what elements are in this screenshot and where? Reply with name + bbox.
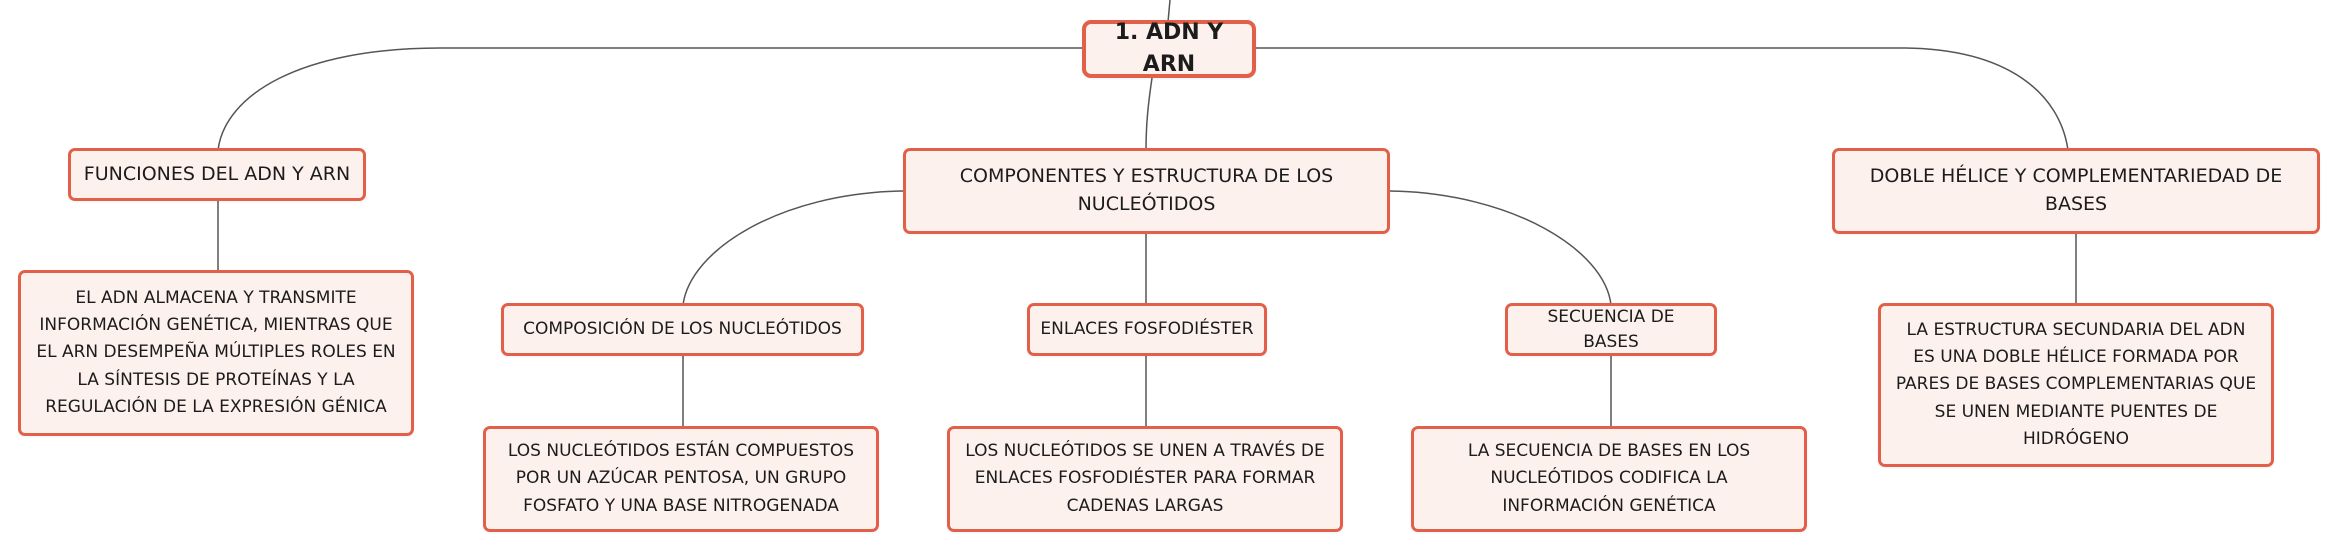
detail-funciones[interactable]: EL ADN ALMACENA Y TRANSMITE INFORMACIÓN … <box>18 270 414 436</box>
detail-enlaces[interactable]: LOS NUCLEÓTIDOS SE UNEN A TRAVÉS DE ENLA… <box>947 426 1343 532</box>
topic-enlaces[interactable]: ENLACES FOSFODIÉSTER <box>1027 303 1267 356</box>
connector-componentes-to-secuencia <box>1389 190 1612 306</box>
root-node[interactable]: 1. ADN Y ARN <box>1082 20 1256 78</box>
detail-composicion[interactable]: LOS NUCLEÓTIDOS ESTÁN COMPUESTOS POR UN … <box>483 426 879 532</box>
connector-root-to-doble-helice <box>1255 47 2069 151</box>
connector-root-to-funciones <box>217 47 1082 151</box>
branch-doble-helice[interactable]: DOBLE HÉLICE Y COMPLEMENTARIEDAD DE BASE… <box>1832 148 2320 234</box>
detail-doble-helice-text: LA ESTRUCTURA SECUNDARIA DEL ADN ES UNA … <box>1895 320 2257 449</box>
detail-doble-helice[interactable]: LA ESTRUCTURA SECUNDARIA DEL ADN ES UNA … <box>1878 303 2274 467</box>
topic-secuencia[interactable]: SECUENCIA DE BASES <box>1505 303 1717 356</box>
detail-secuencia-text: LA SECUENCIA DE BASES EN LOS NUCLEÓTIDOS… <box>1467 441 1751 516</box>
branch-funciones[interactable]: FUNCIONES DEL ADN Y ARN <box>68 148 366 201</box>
topic-enlaces-label: ENLACES FOSFODIÉSTER <box>1040 319 1254 340</box>
detail-composicion-text: LOS NUCLEÓTIDOS ESTÁN COMPUESTOS POR UN … <box>507 441 855 516</box>
detail-secuencia[interactable]: LA SECUENCIA DE BASES EN LOS NUCLEÓTIDOS… <box>1411 426 1807 532</box>
root-node-label: 1. ADN Y ARN <box>1114 20 1224 77</box>
connector-root-to-componentes <box>1145 77 1153 151</box>
branch-doble-helice-label: DOBLE HÉLICE Y COMPLEMENTARIEDAD DE BASE… <box>1869 165 2283 215</box>
topic-composicion[interactable]: COMPOSICIÓN DE LOS NUCLEÓTIDOS <box>501 303 864 356</box>
branch-componentes[interactable]: COMPONENTES Y ESTRUCTURA DE LOS NUCLEÓTI… <box>903 148 1390 234</box>
topic-composicion-label: COMPOSICIÓN DE LOS NUCLEÓTIDOS <box>523 319 842 340</box>
detail-funciones-text: EL ADN ALMACENA Y TRANSMITE INFORMACIÓN … <box>36 288 396 417</box>
detail-enlaces-text: LOS NUCLEÓTIDOS SE UNEN A TRAVÉS DE ENLA… <box>965 441 1325 516</box>
connector-root-top <box>1167 0 1171 23</box>
branch-funciones-label: FUNCIONES DEL ADN Y ARN <box>83 162 351 185</box>
topic-secuencia-label: SECUENCIA DE BASES <box>1547 306 1675 352</box>
connector-componentes-to-composicion <box>682 190 904 306</box>
branch-componentes-label: COMPONENTES Y ESTRUCTURA DE LOS NUCLEÓTI… <box>959 165 1334 215</box>
